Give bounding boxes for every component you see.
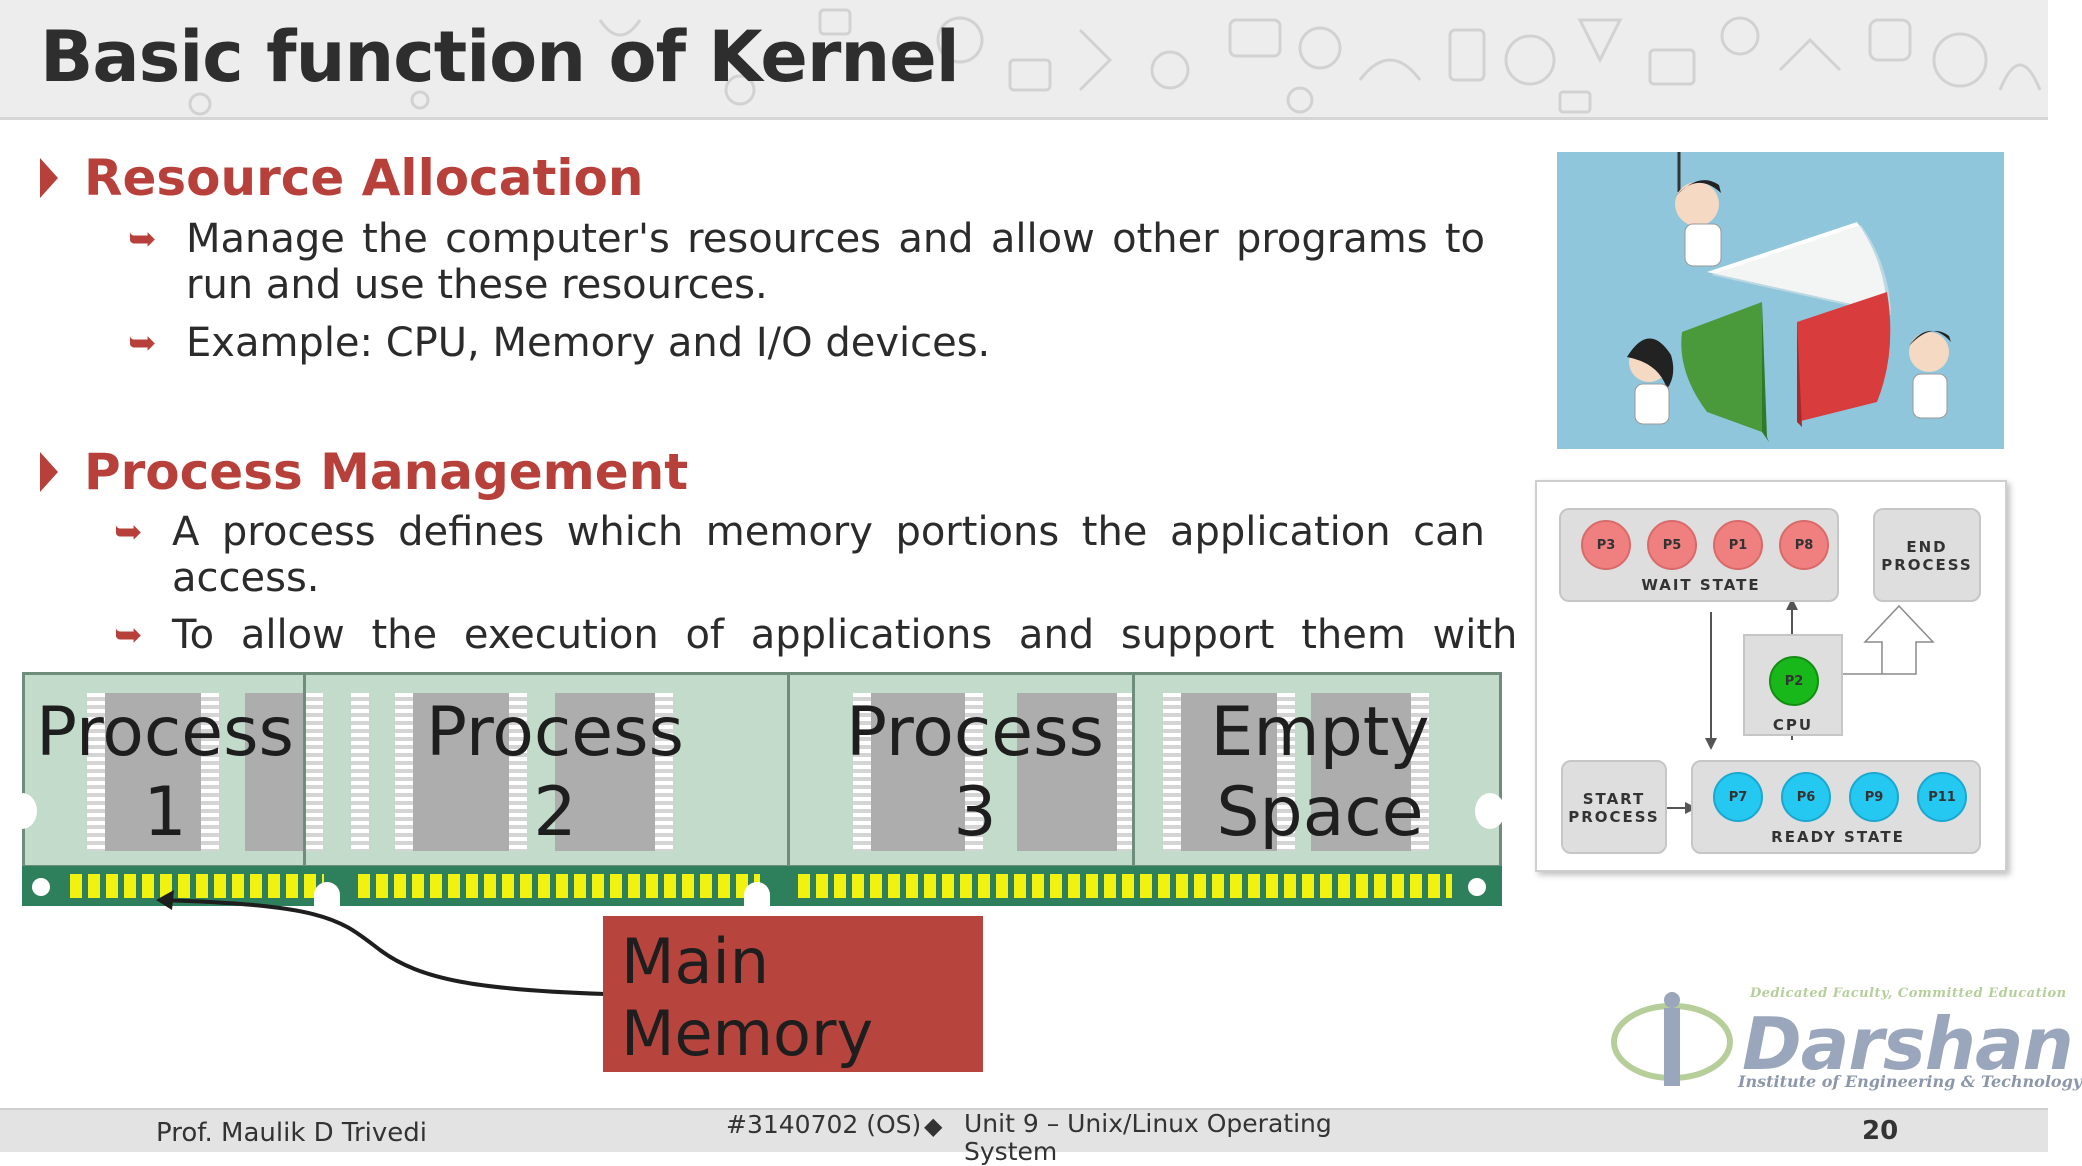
process-circle: P6 bbox=[1781, 772, 1831, 822]
bullet-text: Example: CPU, Memory and I/O devices. bbox=[186, 320, 991, 366]
bullet-text: To allow the execution of applications a… bbox=[172, 612, 1518, 658]
logo-tagline: Dedicated Faculty, Committed Education bbox=[1750, 986, 2067, 1001]
process-circle: P11 bbox=[1917, 772, 1967, 822]
memory-segment-process-2 bbox=[306, 675, 790, 871]
bullet-item: ➥ Manage the computer's resources and al… bbox=[128, 216, 1485, 308]
bullet-text: Manage the computer's resources and allo… bbox=[186, 216, 1485, 308]
process-circle: P5 bbox=[1647, 520, 1697, 570]
pointer-arrow-icon bbox=[156, 890, 607, 996]
darshan-logo: Dedicated Faculty, Committed Education D… bbox=[1602, 980, 2082, 1100]
arrow-bullet-icon: ➥ bbox=[114, 615, 143, 655]
process-circle: P8 bbox=[1779, 520, 1829, 570]
memory-contact-bar bbox=[22, 866, 1502, 912]
process-circle: P1 bbox=[1713, 520, 1763, 570]
wait-state-label: WAIT STATE bbox=[1641, 576, 1761, 594]
cpu-label: CPU bbox=[1772, 716, 1814, 734]
footer-separator: ◆ bbox=[924, 1112, 943, 1140]
ready-state-box: P7 P6 P9 P11 READY STATE bbox=[1691, 760, 1981, 854]
process-circle: P9 bbox=[1849, 772, 1899, 822]
arrow-bullet-icon: ➥ bbox=[128, 323, 157, 363]
ready-state-label: READY STATE bbox=[1771, 828, 1905, 846]
slide-title: Basic function of Kernel bbox=[40, 16, 960, 98]
logo-subtitle: Institute of Engineering & Technology bbox=[1738, 1072, 2082, 1091]
process-circle: P7 bbox=[1713, 772, 1763, 822]
footer-course: #3140702 (OS) bbox=[726, 1110, 922, 1139]
section-resource-allocation: Resource Allocation bbox=[40, 148, 643, 208]
slide-header: Basic function of Kernel bbox=[0, 0, 2048, 120]
process-circle: P3 bbox=[1581, 520, 1631, 570]
section-title: Resource Allocation bbox=[84, 149, 644, 207]
page-number: 20 bbox=[1862, 1116, 1899, 1146]
arrow-bullet-icon: ➥ bbox=[128, 219, 157, 259]
darshan-emblem-icon bbox=[1611, 992, 1733, 1086]
bullet-item: ➥ Example: CPU, Memory and I/O devices. bbox=[128, 320, 1485, 366]
bullet-item: ➥ To allow the execution of applications… bbox=[114, 612, 1517, 672]
doodle-background-icon bbox=[188, 8, 2042, 116]
footer-unit: Unit 9 – Unix/Linux Operating System bbox=[964, 1109, 1332, 1166]
section-bullet-icon bbox=[40, 452, 58, 492]
memory-segment-process-1 bbox=[25, 675, 306, 871]
bullet-item: ➥ A process defines which memory portion… bbox=[114, 509, 1485, 601]
logo-name: Darshan bbox=[1742, 1002, 2074, 1086]
process-circle: P2 bbox=[1769, 656, 1819, 706]
cpu-box: P2 CPU bbox=[1743, 634, 1843, 736]
section-process-management: Process Management bbox=[40, 442, 688, 502]
arrow-bullet-icon: ➥ bbox=[114, 512, 143, 552]
resource-allocation-illustration bbox=[1557, 152, 2004, 449]
memory-segment-process-3 bbox=[790, 675, 1135, 871]
pie-chart-people-icon bbox=[1627, 152, 1951, 442]
main-memory-label: Main Memory bbox=[621, 925, 874, 1070]
section-title: Process Management bbox=[84, 443, 689, 501]
bullet-text: A process defines which memory portions … bbox=[172, 509, 1485, 601]
footer-author: Prof. Maulik D Trivedi bbox=[156, 1118, 428, 1148]
section-bullet-icon bbox=[40, 158, 58, 198]
main-memory-label-box: Main Memory bbox=[603, 916, 983, 1072]
slide-footer: Prof. Maulik D Trivedi #3140702 (OS) ◆ U… bbox=[0, 1108, 2048, 1166]
wait-state-box: P3 P5 P1 P8 WAIT STATE bbox=[1559, 508, 1839, 602]
